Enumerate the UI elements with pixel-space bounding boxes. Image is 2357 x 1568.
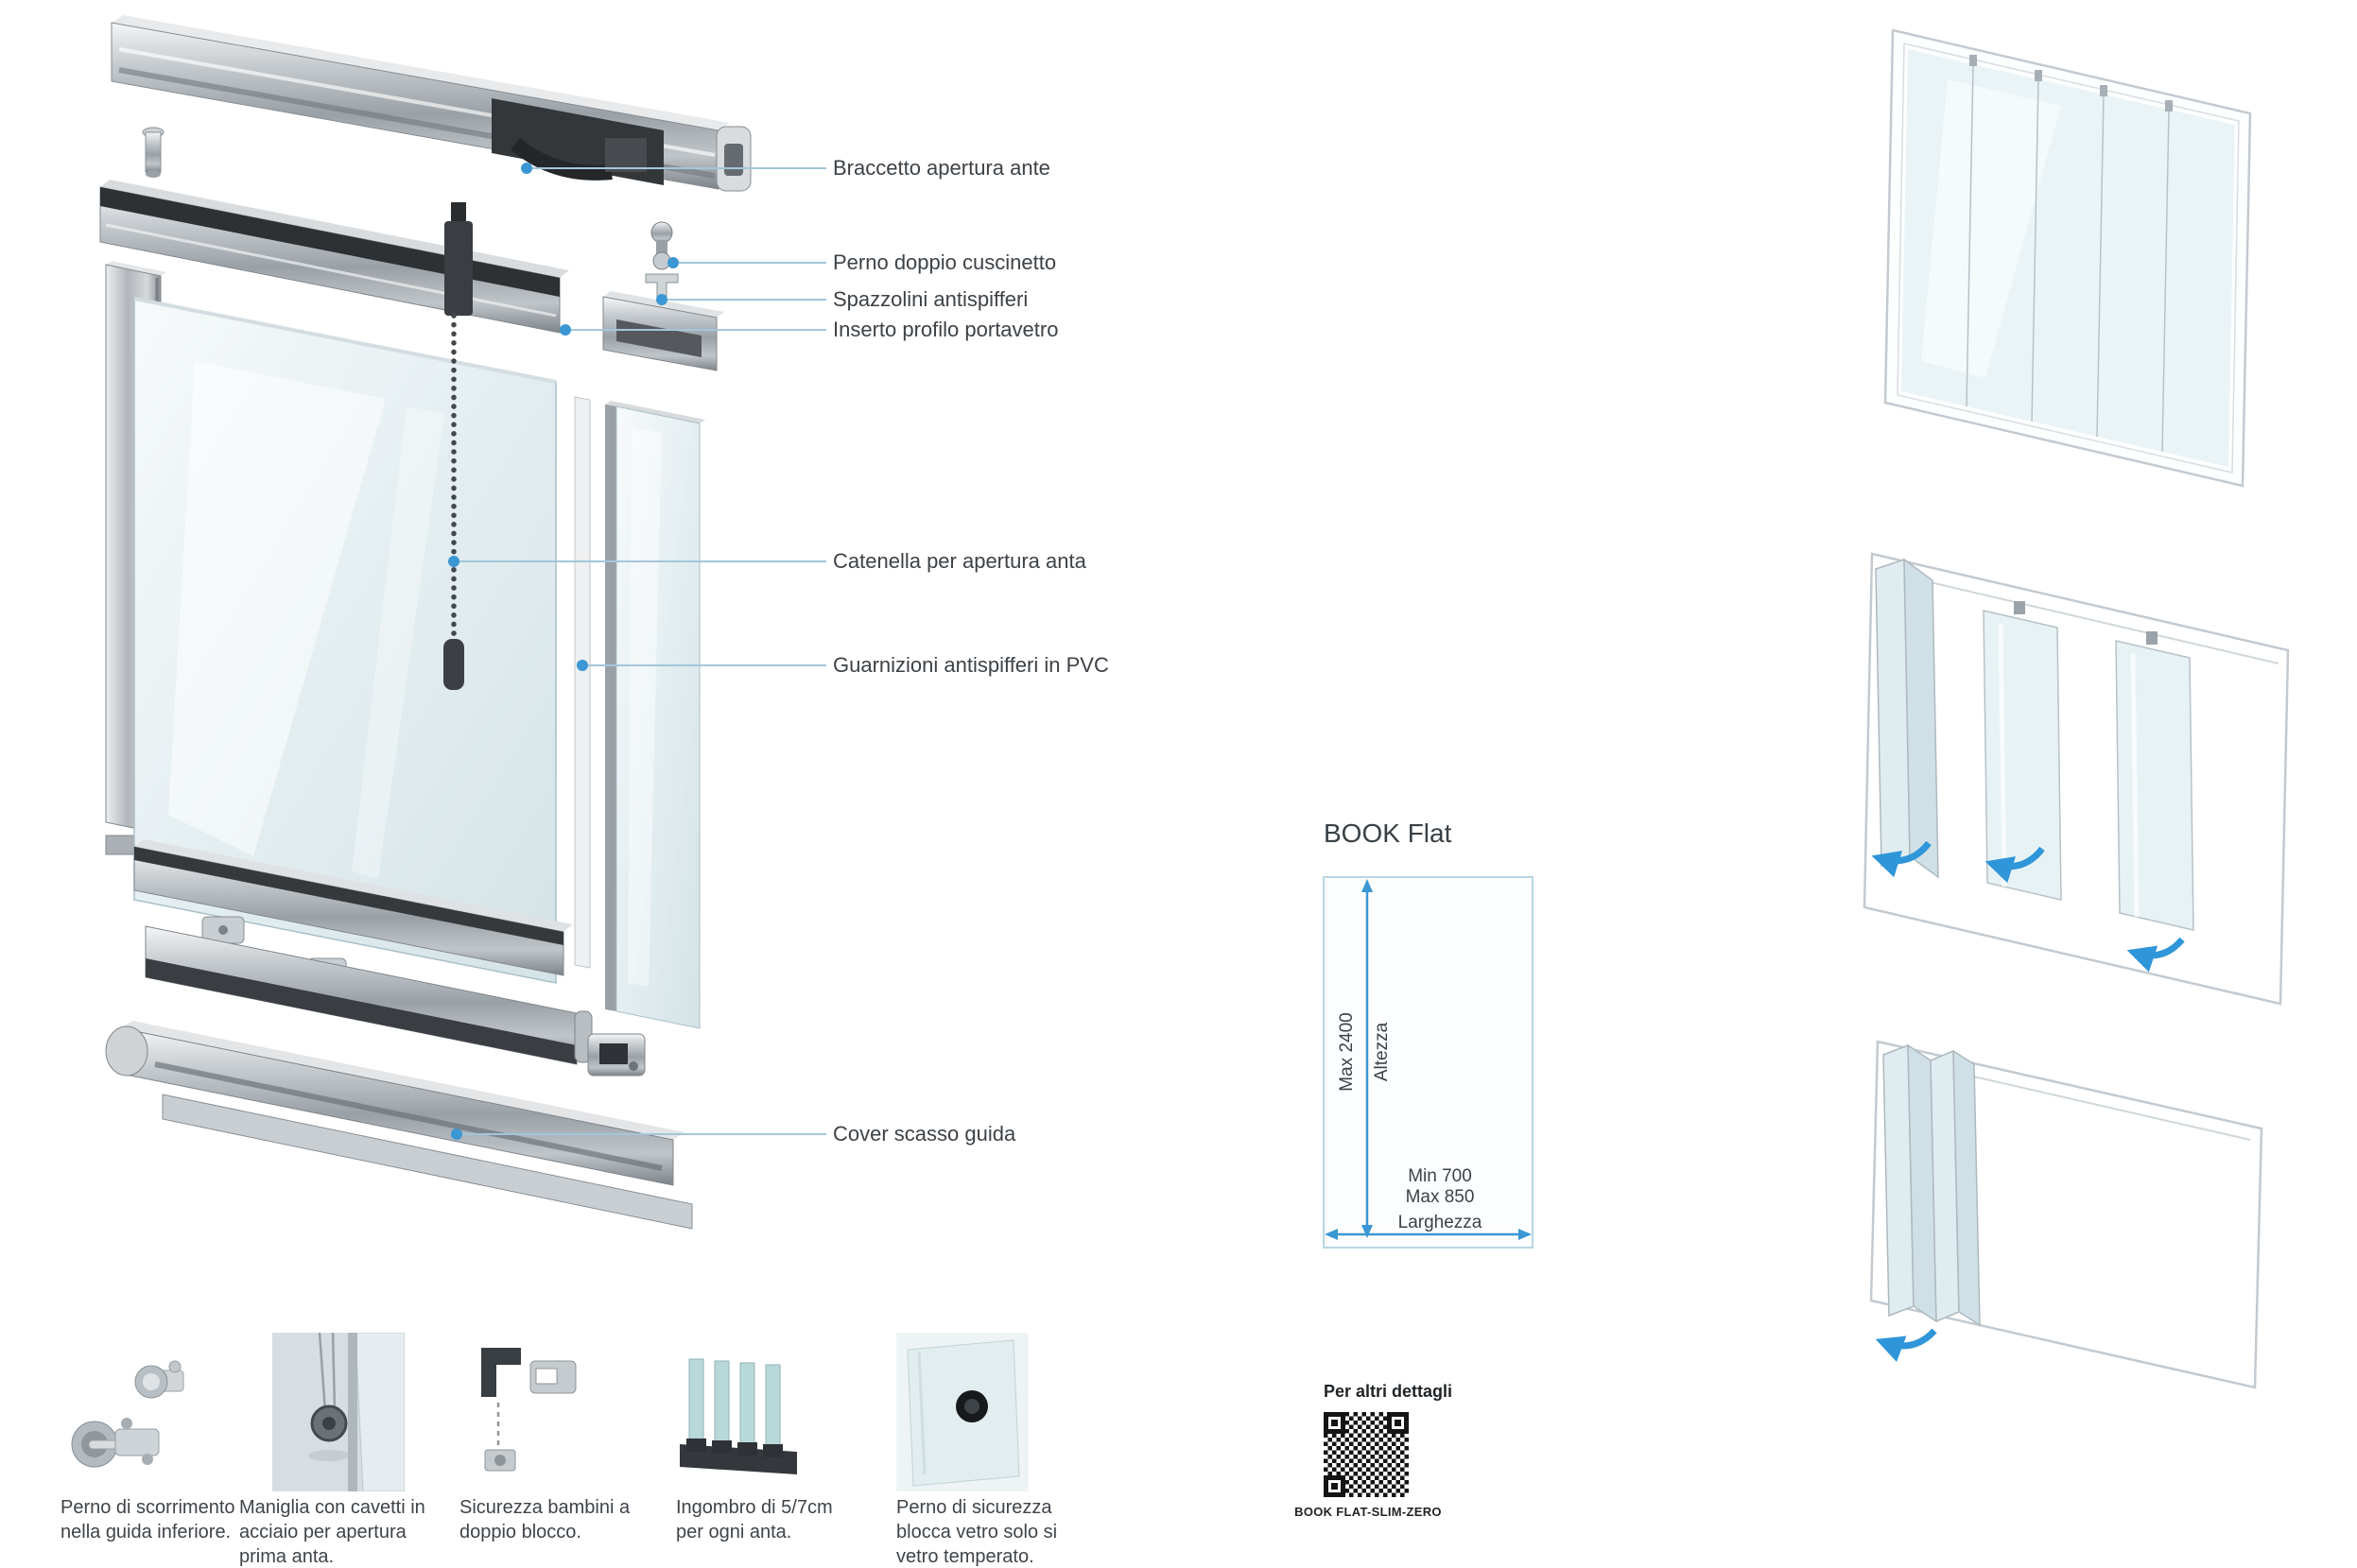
height-arrow-icon (1361, 879, 1373, 1238)
width-min-label: Min 700 (1408, 1166, 1472, 1186)
qr-finder-icon (1324, 1475, 1345, 1497)
height-axis-label: Altezza (1372, 1022, 1392, 1082)
detail-photo-ingombro (674, 1333, 805, 1491)
guide-cover-part (105, 1021, 693, 1230)
callout-dot-icon (521, 163, 532, 174)
callout-dot-icon (656, 294, 667, 305)
callout-dot-icon (667, 257, 679, 268)
detail-caption-maniglia: Maniglia con cavetti in acciaio per aper… (239, 1497, 425, 1567)
qr-finder-icon (1324, 1412, 1345, 1434)
opening-chain-part (443, 313, 464, 690)
detail-photo-perno-sicurezza (896, 1333, 1029, 1491)
callout-label-cover: Cover scasso guida (833, 1122, 1016, 1146)
width-arrow-icon (1325, 1229, 1532, 1240)
spec-title: BOOK Flat (1324, 818, 1452, 848)
illustration-closed (1883, 28, 2252, 488)
detail-caption-sicurezza-bambini: Sicurezza bambini a doppio blocco. (459, 1497, 631, 1542)
callout-dot-icon (577, 660, 588, 671)
qr-finder-icon (1387, 1412, 1409, 1434)
fold-arrow-icon (2126, 937, 2185, 973)
double-bearing-pin-part (645, 221, 679, 299)
callout-lines (454, 167, 826, 1135)
illustration-folded (1869, 1040, 2263, 1389)
callout-dot-icon (560, 324, 571, 336)
detail-caption-perno-sicurezza: Perno di sicurezza blocca vetro solo si … (896, 1497, 1058, 1567)
height-max-label: Max 2400 (1337, 1012, 1357, 1092)
callout-label-perno: Perno doppio cuscinetto (833, 250, 1057, 274)
fold-arrow-icon (1984, 846, 2045, 884)
callout-dots (448, 163, 679, 1140)
qr-code (1320, 1408, 1412, 1501)
qr-caption: BOOK FLAT-SLIM-ZERO (1294, 1505, 1442, 1519)
second-glass-panel (605, 401, 705, 1029)
callout-label-inserto: Inserto profilo portavetro (833, 318, 1059, 341)
callout-label-spazzolini: Spazzolini antispifferi (833, 287, 1029, 311)
width-max-label: Max 850 (1405, 1187, 1475, 1207)
callout-label-catenella: Catenella per apertura anta (833, 549, 1086, 573)
dimension-diagram (1323, 876, 1534, 1249)
fold-arrow-icon (1875, 1328, 1937, 1362)
width-axis-label: Larghezza (1397, 1213, 1482, 1232)
qr-heading: Per altri dettagli (1324, 1382, 1453, 1401)
bottom-guide-assembly (133, 839, 646, 1077)
callout-dot-icon (448, 556, 459, 567)
detail-caption-perno-scorrimento: Perno di scorrimento nella guida inferio… (61, 1497, 235, 1542)
main-glass-panel (133, 297, 557, 984)
detail-photo-maniglia (272, 1333, 405, 1491)
callout-label-braccetto: Braccetto apertura ante (833, 156, 1050, 180)
pvc-gasket-part (574, 396, 591, 969)
exploded-view-illustration (99, 15, 752, 1230)
callout-dot-icon (451, 1129, 462, 1140)
callout-label-guarnizioni: Guarnizioni antispifferi in PVC (833, 653, 1109, 677)
detail-photo-perno-scorrimento (61, 1350, 193, 1491)
detail-photo-sicurezza-bambini (460, 1333, 593, 1491)
illustration-opening (1863, 552, 2290, 1006)
fold-arrow-icon (1871, 840, 1932, 878)
detail-caption-ingombro: Ingombro di 5/7cm per ogni anta. (676, 1497, 833, 1542)
